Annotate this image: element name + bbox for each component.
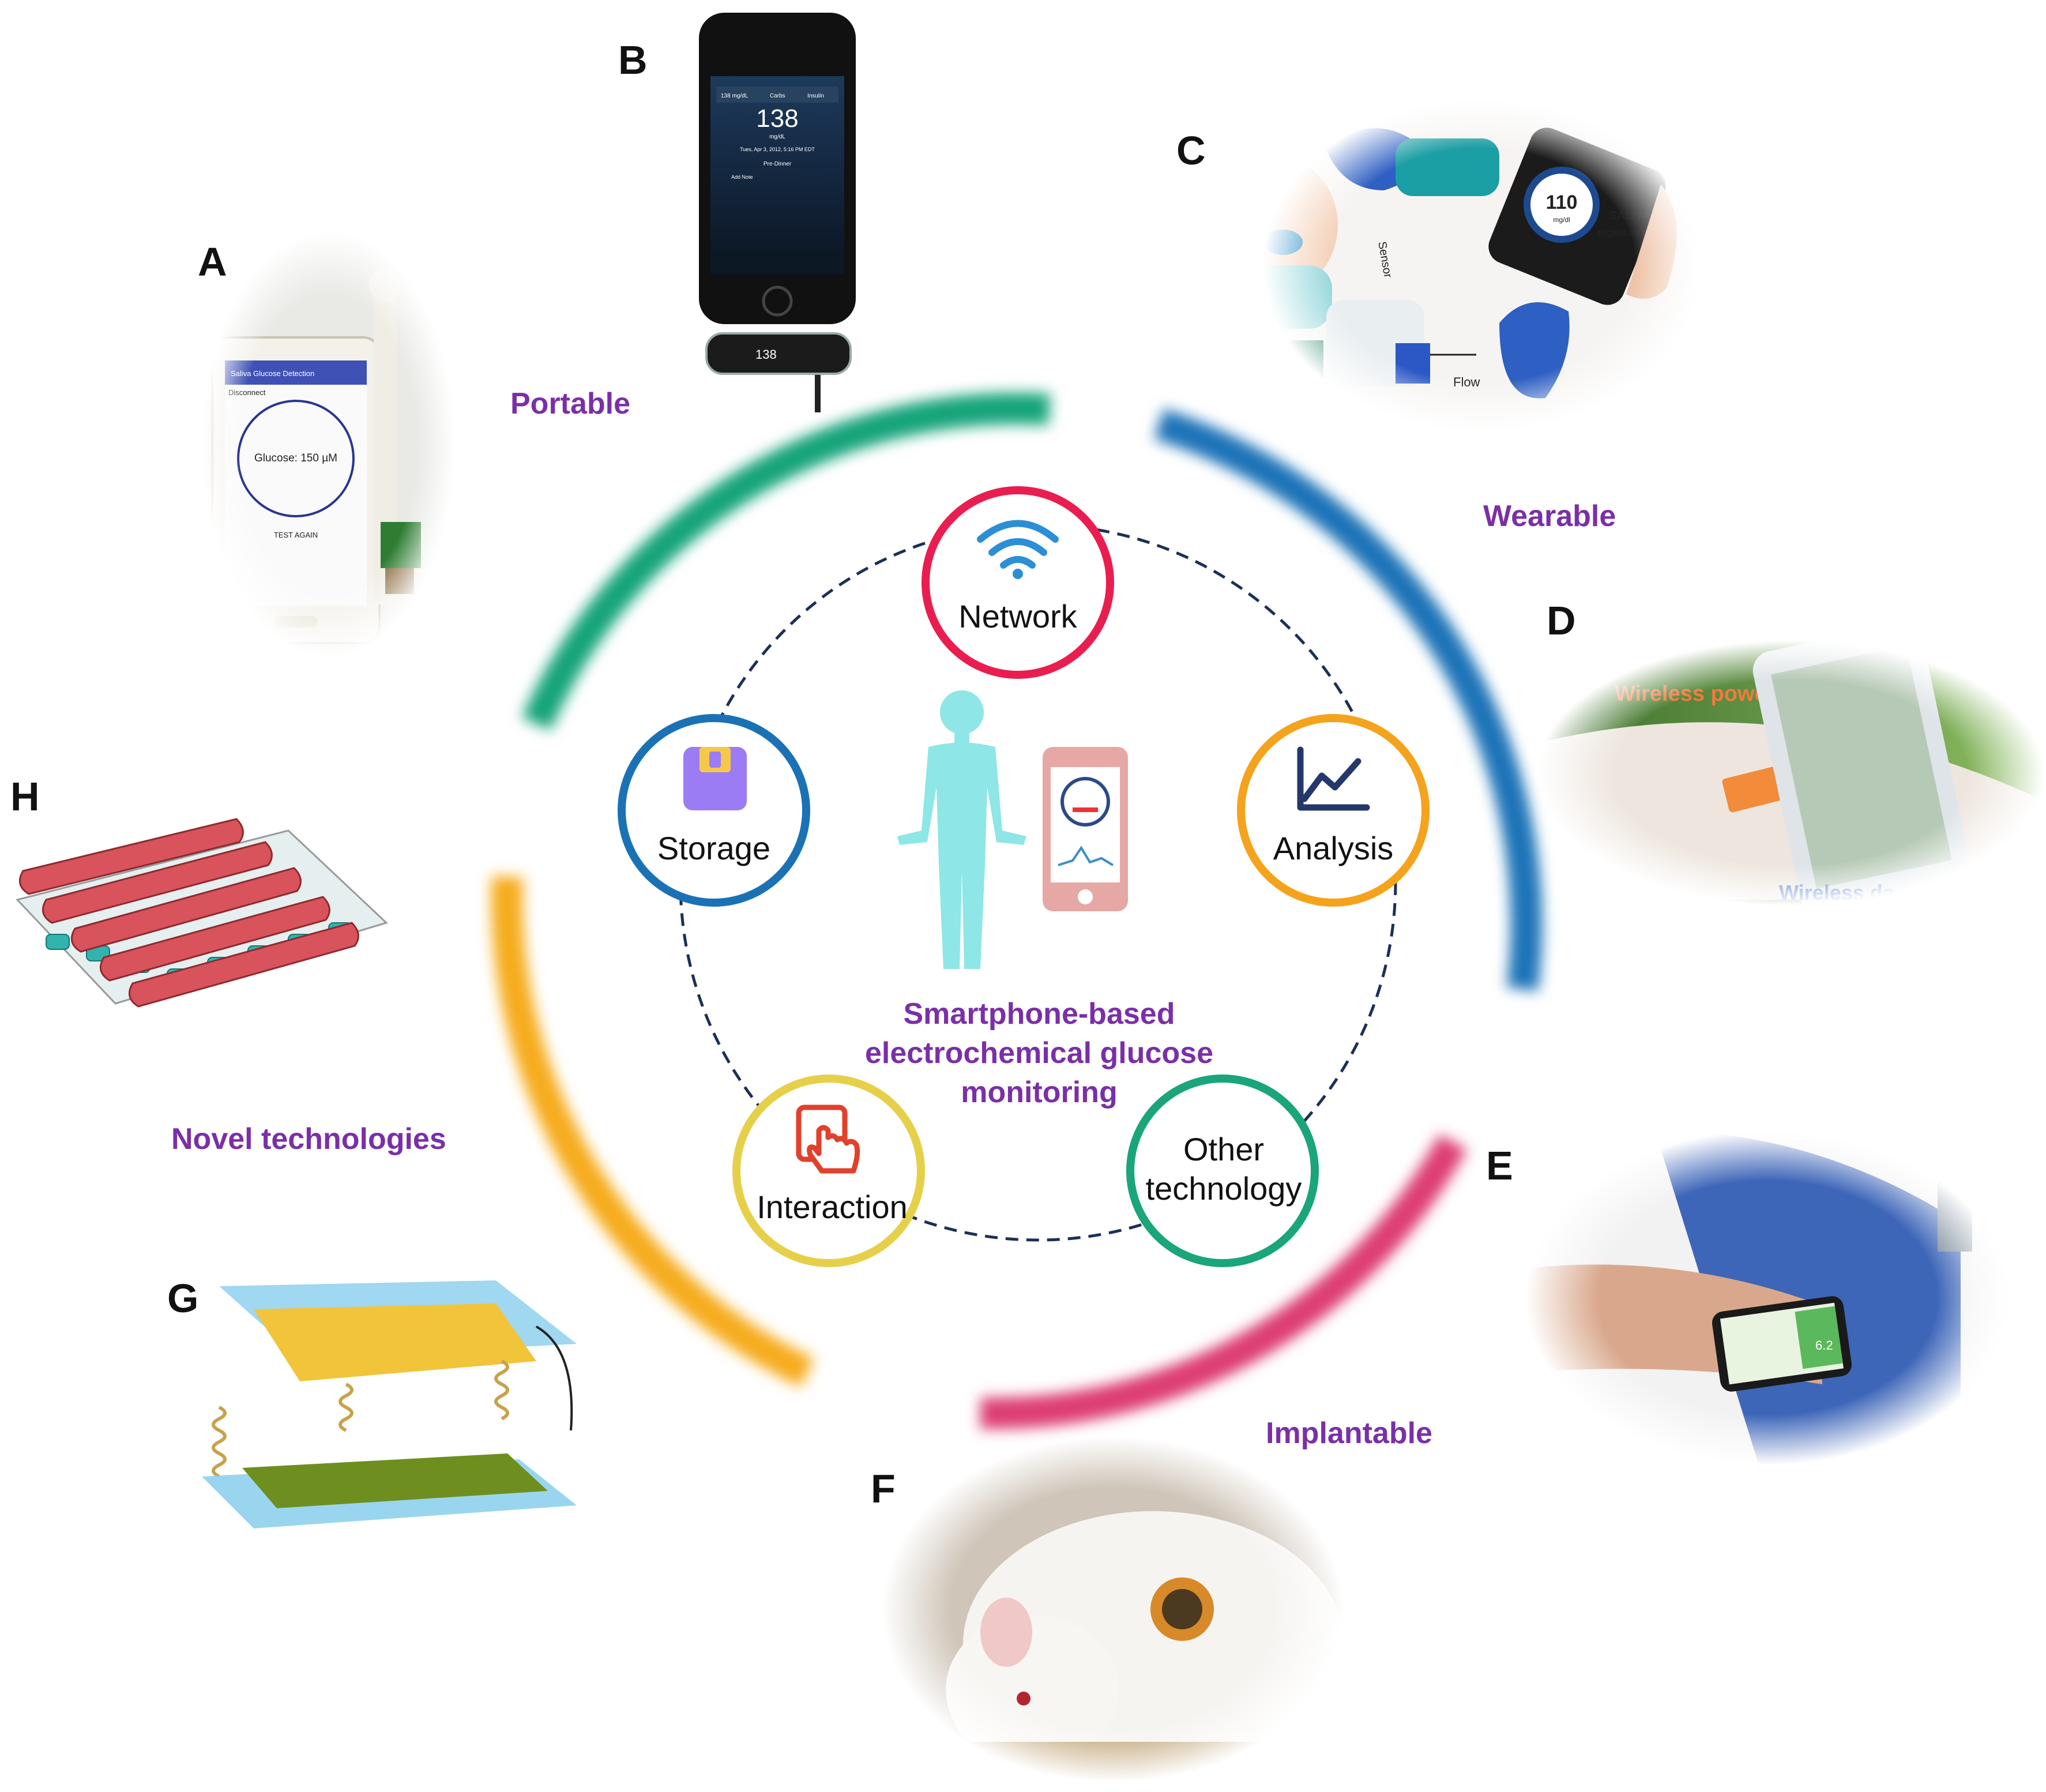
smartphone-icon [1043, 747, 1128, 911]
line-chart-icon [1297, 746, 1370, 811]
floppy-disk-icon [683, 747, 747, 810]
node-other-label-line2: technology [1146, 1170, 1302, 1207]
photo-b-tag: Pre-Dinner [764, 161, 792, 167]
node-storage: Storage [618, 714, 810, 907]
photo-a-saliva-phone: Saliva Glucose Detection Disconnect Gluc… [196, 231, 461, 658]
node-analysis: Analysis [1237, 714, 1430, 907]
arc-novel [491, 876, 814, 1387]
label-novel-technologies: Novel technologies [171, 1122, 446, 1156]
node-interaction-label: Interaction [757, 1189, 908, 1225]
photo-b-tab1: 138 mg/dL [721, 93, 749, 99]
label-portable: Portable [510, 387, 630, 420]
outer-arcs [491, 392, 1543, 1429]
panel-letter-c: C [1176, 128, 1206, 173]
center-title: Smartphone-based electrochemical glucose… [865, 997, 1213, 1109]
photo-d-wireless-arm: Wireless power Wireless da [1534, 623, 2046, 923]
wifi-icon [977, 520, 1059, 579]
node-other-technology: Other technology [1126, 1075, 1319, 1267]
photo-e-arm-sensor: 6.2 [1522, 1130, 2018, 1465]
arc-portable [521, 392, 1051, 730]
node-other-label-line1: Other [1183, 1131, 1264, 1167]
photo-c-pacifier-sensor: 110 mg/dl SALIVA BIOMARKERS Sensor Flow [1211, 98, 1742, 433]
panel-letter-h: H [10, 774, 40, 819]
arc-wearable [1154, 408, 1543, 991]
node-interaction: Interaction [732, 1075, 925, 1267]
photo-c-flow-label: Flow [1453, 375, 1480, 389]
node-network-label: Network [958, 598, 1077, 634]
panel-letter-g: G [167, 1276, 198, 1321]
photo-c-value: 110 [1546, 191, 1578, 213]
center-title-line2: electrochemical glucose [865, 1036, 1213, 1070]
photo-b-iphone-meter: 138 mg/dL Carbs Insulin 138 mg/dL Tues, … [699, 13, 856, 412]
photo-c-saliva: SALIVA [1609, 209, 1650, 222]
photo-g-layered-sensor [202, 1280, 577, 1528]
photo-b-tab2: Carbs [770, 93, 785, 99]
photo-d-wireless-data: Wireless da [1779, 881, 1895, 904]
center-title-line1: Smartphone-based [904, 997, 1175, 1031]
photo-a-app-title: Saliva Glucose Detection [231, 369, 314, 378]
photo-b-unit: mg/dL [769, 134, 785, 140]
node-network: Network [922, 486, 1114, 679]
human-body-icon [897, 690, 1026, 969]
photo-b-value: 138 [756, 104, 798, 133]
photo-a-reading: Glucose: 150 µM [254, 452, 337, 464]
photo-b-note: Add Note [731, 174, 753, 180]
node-analysis-label: Analysis [1273, 830, 1394, 866]
touch-hand-icon [796, 1104, 860, 1174]
label-wearable: Wearable [1483, 499, 1616, 533]
photo-b-date: Tues, Apr 3, 2012, 5:16 PM EDT [740, 146, 815, 152]
panel-letter-e: E [1486, 1143, 1513, 1188]
center-title-line3: monitoring [961, 1076, 1118, 1109]
arc-implantable [980, 1134, 1468, 1429]
photo-e-value: 6.2 [1815, 1338, 1833, 1353]
panel-letter-b: B [618, 37, 648, 82]
photo-h-woven-textile [16, 818, 388, 1008]
node-storage-label: Storage [657, 830, 770, 866]
photo-a-button: TEST AGAIN [274, 531, 318, 539]
photo-d-wireless-power: Wireless power [1615, 682, 1776, 706]
photo-c-unit: mg/dl [1553, 216, 1570, 224]
photo-b-meter-value: 138 [755, 347, 777, 362]
photo-f-rat-implant [882, 1436, 1344, 1782]
photo-a-status: Disconnect [228, 388, 266, 397]
photo-b-tab3: Insulin [807, 93, 824, 99]
